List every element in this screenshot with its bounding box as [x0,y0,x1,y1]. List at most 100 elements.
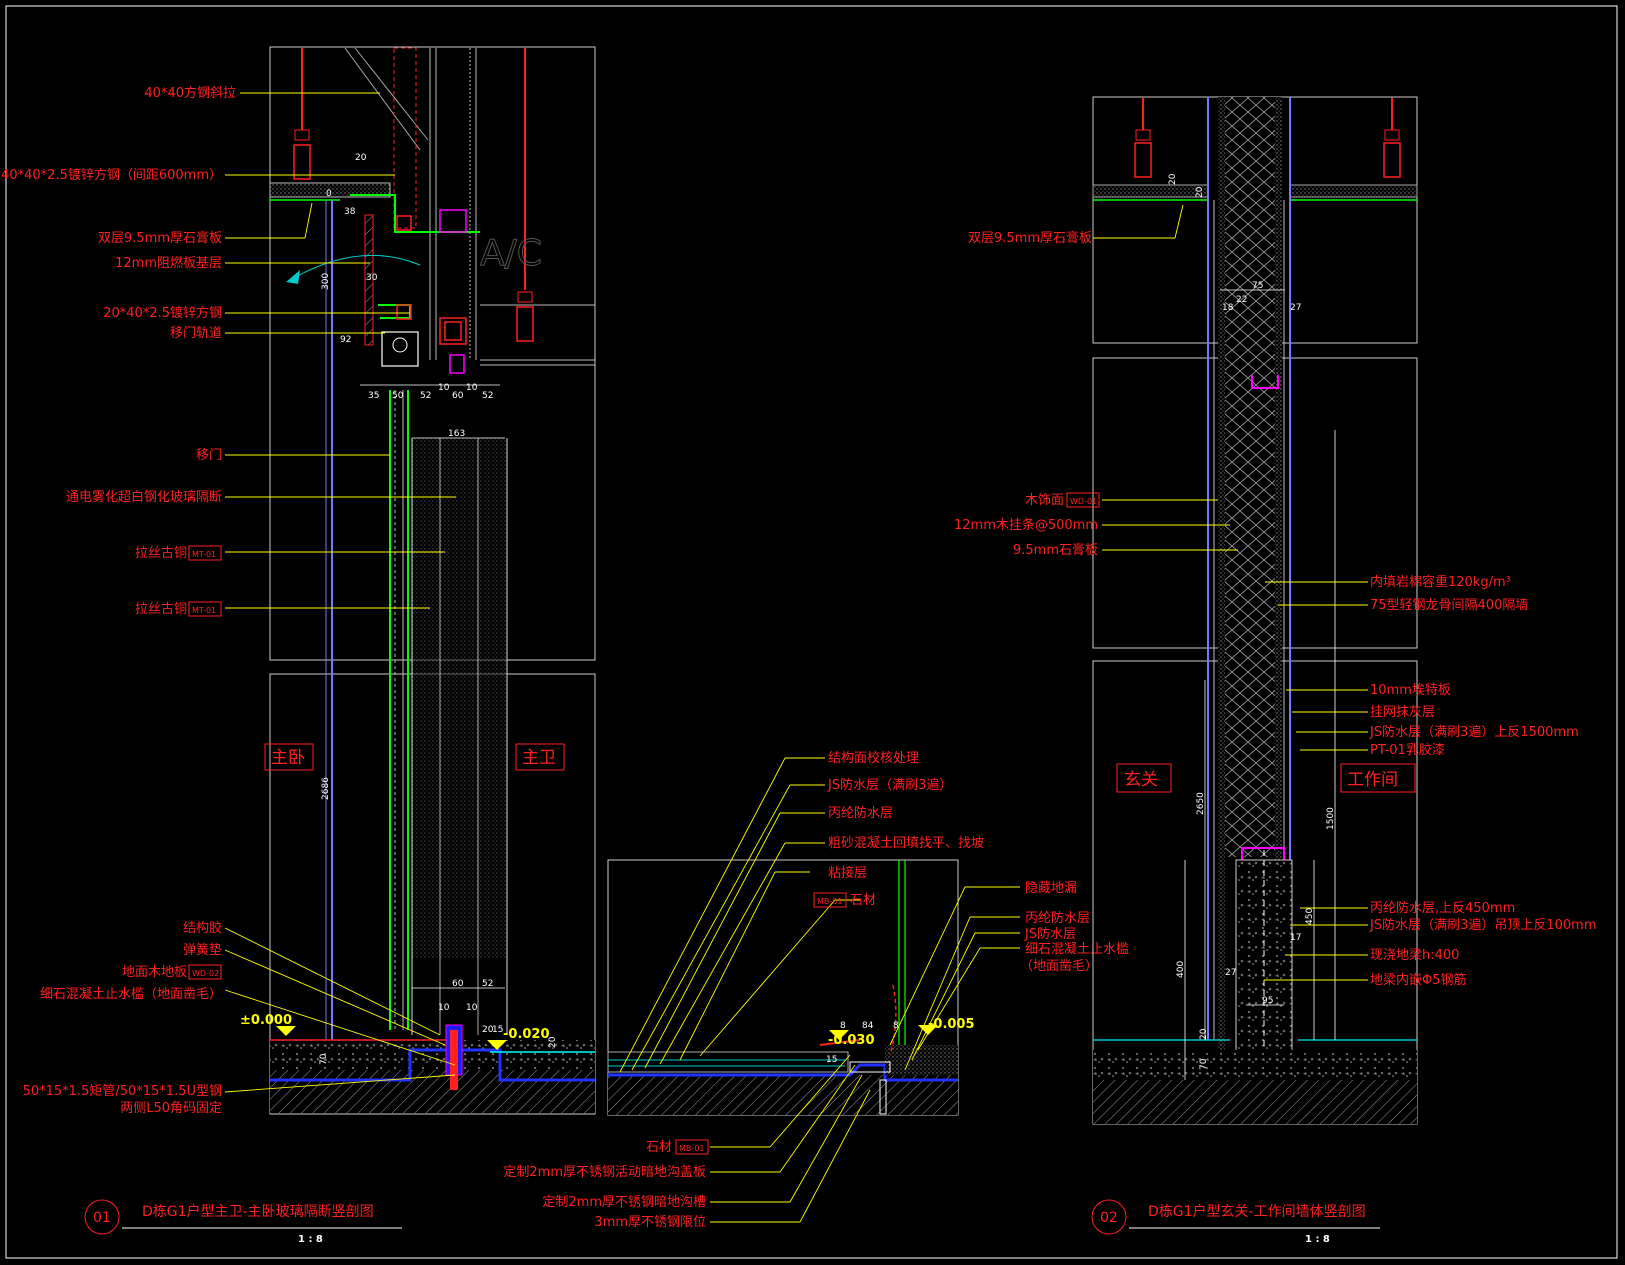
tag-wd01: WD-01 [1070,497,1097,506]
label-pp-450: 丙纶防水层,上反450mm [1370,900,1515,916]
s01-dim-10b: 10 [466,383,478,393]
s02-dim-2650: 2650 [1196,792,1206,815]
s01-dim-30: 30 [366,273,378,283]
label-trench: 定制2mm厚不锈钢暗地沟槽 [542,1195,706,1210]
label-eternit-board: 10mm埃特板 [1370,683,1451,698]
s01-dim-20: 20 [355,153,367,163]
label-gypsum-9-5: 9.5mm石膏板 [1013,542,1098,558]
label-limit: 3mm厚不锈钢限位 [594,1215,706,1230]
label-structural-check: 结构面校核处理 [828,750,919,766]
label-rebar: 地梁内嵌Φ5钢筋 [1370,972,1467,988]
room-master-bedroom: 主卧 [271,748,305,768]
section-01: ±0.000 -0.020 主卧 主卫 A/C 20 0 38 30 300 9… [1,46,596,1245]
label-steel-stud: 75型轻钢龙骨间隔400隔墙 [1370,598,1528,613]
tag-wd02: WD-02 [192,969,219,978]
label-fire-board: 12mm阻燃板基层 [115,255,222,271]
s01-dim-20b: 20 [482,1025,494,1035]
outer-frame [5,5,1618,1259]
s02-dim-27b: 27 [1225,968,1236,978]
drain-dim-8b: 8 [893,1021,899,1031]
s01-dim-60: 60 [452,391,464,401]
label-hidden-drain: 隐藏地漏 [1025,880,1077,896]
label-water-sill: 细石混凝土止水槛（地面凿毛） [40,986,222,1002]
drain-dim-8a: 8 [840,1021,846,1031]
s01-dim-15: 15 [492,1025,503,1035]
s02-dim-22: 22 [1236,295,1247,305]
s01-dim-60b: 60 [452,979,464,989]
label-brushed-bronze-1: 拉丝古铜 [135,546,187,561]
label-ground-beam: 现浇地梁h:400 [1370,948,1459,963]
s01-dim-35: 35 [368,391,379,401]
s01-title: D栋G1户型主卫-主卧玻璃隔断竖剖图 [142,1203,374,1220]
label-rock-wool: 内填岩棉容重120kg/m³ [1370,574,1511,590]
label-pp-waterproof: 丙纶防水层 [828,805,893,821]
label-wood-floor: 地面木地板 [122,965,187,980]
s01-dim-50: 50 [392,391,404,401]
label-galvanized-steel: 40*40*2.5镀锌方钢（间距600mm） [1,167,222,183]
room-master-bath: 主卫 [522,748,556,768]
label-spring-pad: 弹簧垫 [183,942,222,958]
s02-dim-20a: 20 [1168,173,1178,185]
drain-level-minus30: -0.030 [828,1033,875,1048]
s02-dim-27a: 27 [1290,303,1301,313]
s01-dim-10a: 10 [438,383,450,393]
label-rect-tube: 50*15*1.5矩管/50*15*1.5U型钢 [23,1084,222,1099]
label-js-100: JS防水层（满刷3遍）吊顶上反100mm [1369,917,1597,933]
room-foyer: 玄关 [1124,770,1158,790]
s01-dim-38: 38 [344,207,356,217]
s01-dim-10d: 10 [466,1003,478,1013]
s01-dim-92: 92 [340,335,351,345]
section-02: 20 20 75 18 22 27 2650 1500 450 17 27 40… [954,96,1597,1245]
s02-dim-18: 18 [1222,303,1234,313]
label-gypsum-double-r: 双层9.5mm厚石膏板 [968,230,1092,246]
label-pp-waterproof-2: 丙纶防水层 [1025,910,1090,926]
s01-dim-0: 0 [326,189,332,199]
label-js-waterproof-2: JS防水层 [1024,926,1076,942]
s02-dim-1500: 1500 [1326,807,1336,830]
s02-dim-20b: 20 [1195,186,1205,198]
label-steel-20x40: 20*40*2.5镀锌方钢 [103,305,222,321]
s02-title-number: 02 [1100,1210,1118,1226]
label-stone-bottom: 石材 [646,1140,672,1155]
label-cover-plate: 定制2mm厚不锈钢活动暗地沟盖板 [503,1165,706,1180]
label-pt01: PT-01乳胶漆 [1370,742,1445,758]
label-sand-concrete: 粗砂混凝土回填找平、找坡 [828,835,984,851]
s02-dim-450: 450 [1305,908,1315,925]
label-door-track: 移门轨道 [170,326,222,341]
s01-level-minus20: -0.020 [503,1027,550,1042]
label-js-waterproof: JS防水层（满刷3遍） [827,777,952,793]
s02-title: D栋G1户型玄关-工作间墙体竖剖图 [1148,1203,1366,1220]
s01-dim-52c: 52 [482,979,493,989]
label-js-1500: JS防水层（满刷3遍）上反1500mm [1369,724,1579,740]
s01-dim-10c: 10 [438,1003,450,1013]
s02-dim-95: 95 [1262,996,1273,1006]
tag-mb01-a: MB-01 [817,897,842,906]
room-studio: 工作间 [1347,770,1398,790]
label-wood-veneer: 木饰面 [1025,493,1064,508]
s01-dim-300: 300 [321,273,331,290]
label-mesh-plaster: 挂网抹灰层 [1370,705,1435,720]
label-roughen: （地面凿毛） [1020,959,1098,974]
s01-level-0: ±0.000 [240,1013,292,1028]
section-drain: -0.030 -0.005 8 84 8 15 结构面校核处理 JS防水层（满刷… [503,750,1129,1230]
drain-level-minus5: -0.005 [928,1017,975,1032]
label-diagonal-brace: 40*40方钢斜拉 [144,85,236,101]
s02-dim-20c: 20 [1199,1028,1209,1040]
label-wood-batten: 12mm木挂条@500mm [954,517,1098,533]
s01-dim-52a: 52 [420,391,431,401]
label-smart-glass: 通电雾化超白钢化玻璃隔断 [66,489,222,505]
drain-dim-15: 15 [826,1055,837,1065]
s01-dim-163: 163 [448,429,465,439]
s01-watermark: A/C [480,233,542,274]
label-angle-fix: 两侧L50角码固定 [120,1101,222,1116]
s02-dim-70: 70 [1199,1058,1209,1070]
label-brushed-bronze-2: 拉丝古铜 [135,602,187,617]
s02-dim-17: 17 [1290,933,1301,943]
drain-dim-84: 84 [862,1021,874,1031]
tag-mt01-b: MT-01 [192,606,216,615]
s01-dim-52b: 52 [482,391,493,401]
label-gypsum-board: 双层9.5mm厚石膏板 [98,230,222,246]
label-bonding: 粘接层 [828,865,867,881]
s01-dim-2686: 2686 [321,777,331,800]
